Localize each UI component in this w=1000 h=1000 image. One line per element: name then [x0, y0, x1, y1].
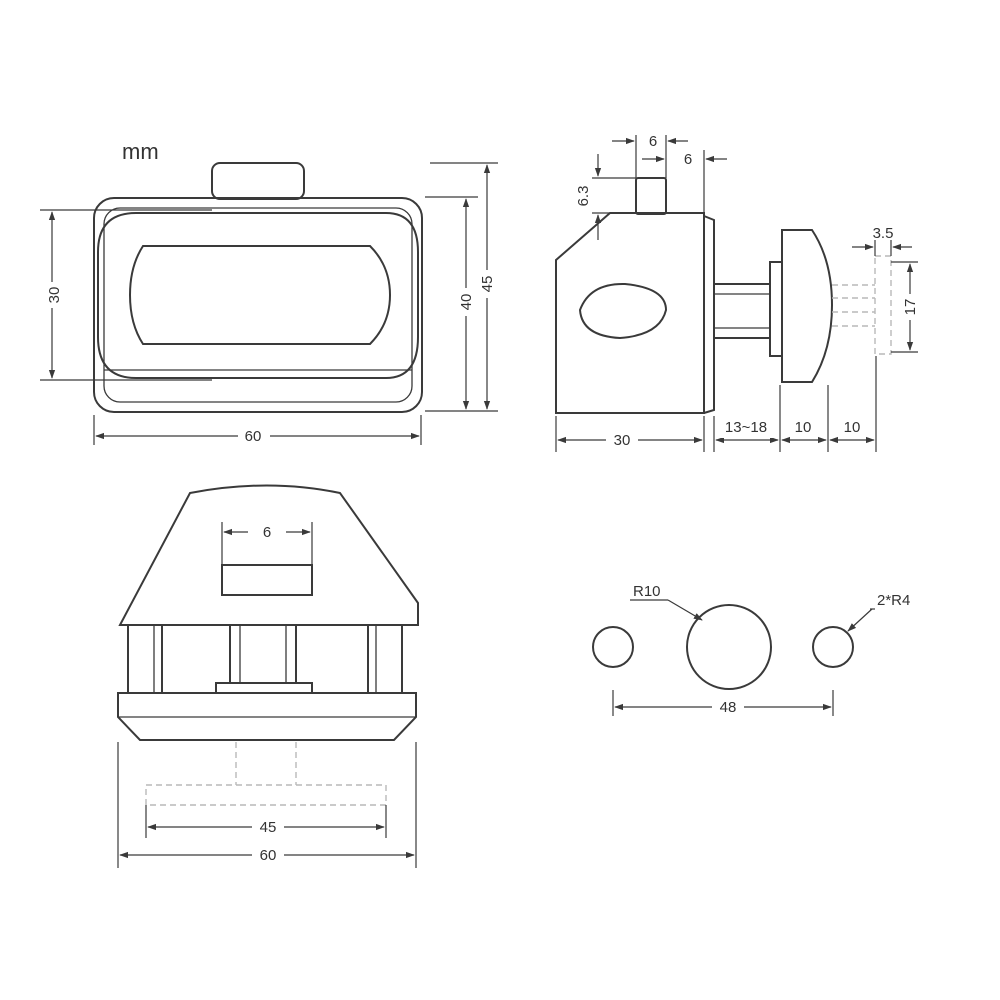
bottom-view: 6 45 60: [117, 484, 419, 868]
bottom-post-left: [127, 624, 163, 694]
side-body: [555, 212, 705, 414]
dim-label-pin-height: 6.3: [575, 186, 592, 207]
cutout-hole-center: [686, 604, 772, 690]
leader-side-radius: [847, 608, 873, 632]
side-knob: [781, 229, 834, 383]
side-pin: [635, 177, 667, 215]
dim-label-pin-width: 6: [649, 133, 657, 150]
side-body-lip: [703, 215, 715, 414]
cutout-view: R10 2*R4 48: [592, 583, 910, 717]
front-top-tab: [211, 162, 305, 200]
side-oval-hole: [578, 282, 668, 340]
dim-label-height-30: 30: [46, 287, 63, 304]
dim-label-body-depth: 30: [614, 432, 631, 449]
label-center-radius: R10: [633, 583, 661, 600]
dim-label-inner-width: 45: [260, 819, 277, 836]
dim-label-outer-width: 60: [260, 847, 277, 864]
dim-label-plug-depth: 10: [844, 419, 861, 436]
side-collar: [769, 261, 783, 357]
dim-label-spacing: 48: [720, 699, 737, 716]
front-button-face: [128, 245, 392, 345]
front-outer-frame: [93, 197, 423, 413]
dim-label-plug-height: 17: [902, 299, 919, 316]
leader-center-radius: [667, 599, 703, 621]
bottom-post-base: [215, 682, 313, 694]
side-plug-hidden: [874, 255, 892, 355]
units-label: mm: [122, 139, 159, 164]
front-cap: [97, 212, 419, 379]
front-inner-frame: [103, 207, 413, 403]
side-view: 6 6 6.3 3.5 17 30 13~18: [555, 133, 920, 452]
dim-label-gap: 13~18: [725, 419, 767, 436]
label-side-radius: 2*R4: [877, 592, 910, 609]
dim-label-height-40: 40: [458, 294, 475, 311]
side-shaft: [713, 283, 771, 339]
bottom-hidden-plate: [145, 784, 387, 806]
front-view: 30 40 45 60: [40, 162, 498, 446]
dim-label-height-45: 45: [479, 276, 496, 293]
bottom-post-right: [367, 624, 403, 694]
dim-label-plug-width: 3.5: [873, 225, 894, 242]
bottom-top-body: [118, 484, 419, 626]
dim-label-pin-offset: 6: [684, 151, 692, 168]
dim-label-knob-depth: 10: [795, 419, 812, 436]
cutout-hole-right: [812, 626, 854, 668]
dim-label-width-60: 60: [245, 428, 262, 445]
cutout-hole-left: [592, 626, 634, 668]
dim-label-slot-width: 6: [263, 524, 271, 541]
bottom-slot: [221, 564, 313, 596]
